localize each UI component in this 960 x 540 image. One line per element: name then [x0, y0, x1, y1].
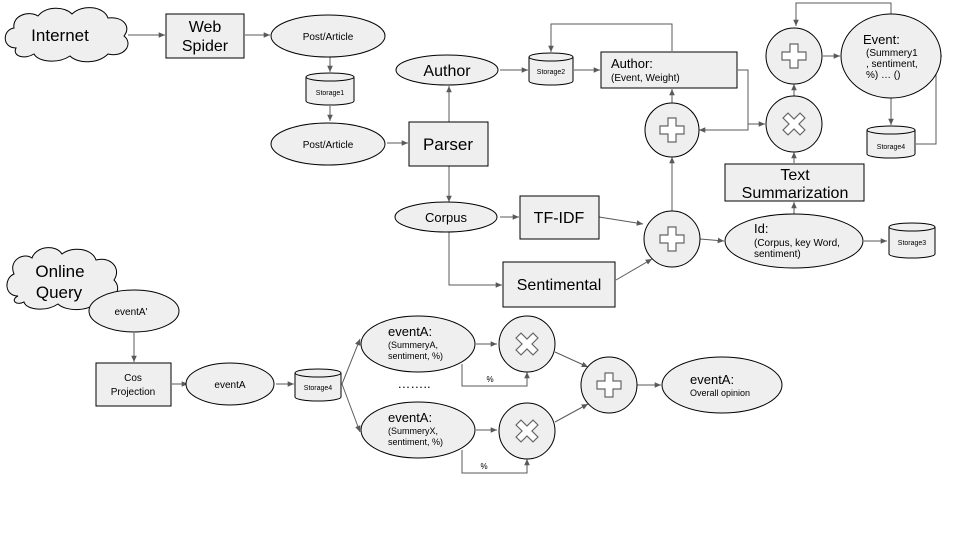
author-box-sub: (Event, Weight) [611, 73, 680, 84]
post-article-top: Post/Article [270, 14, 386, 58]
edge-event-plus3 [793, 2, 892, 26]
internet-label: Internet [31, 26, 89, 45]
web-spider-line1: Web [189, 19, 222, 36]
text-summarization-box: Text Summarization [724, 163, 865, 202]
storage4-bottom-cylinder: Storage4 [294, 368, 342, 402]
author-box-title: Author: [611, 56, 653, 71]
cos-projection-line1: Cos [124, 373, 142, 384]
plus-operator-merge [643, 210, 701, 268]
storage2-cylinder: Storage2 [528, 52, 574, 86]
eventA-bottom-line1: (SummeryX, [388, 426, 438, 436]
online-query-line2: Query [36, 283, 83, 302]
plus-operator-author [644, 102, 700, 158]
eventA-top-line1: (SummeryA, [388, 340, 438, 350]
storage3-cylinder: Storage3 [888, 222, 936, 259]
edges [128, 2, 942, 474]
eventA-overall-title: eventA: [690, 372, 734, 387]
eventA-bottom-node: eventA: (SummeryX, sentiment, %) [360, 401, 476, 459]
storage2-label: Storage2 [537, 69, 566, 76]
tfidf-box: TF-IDF [519, 195, 600, 240]
sentimental-label: Sentimental [517, 277, 602, 294]
author-label: Author [423, 63, 471, 80]
text-summarization-line1: Text [780, 167, 810, 184]
eventA-top-title: eventA: [388, 324, 432, 339]
event-line3: %) … () [866, 70, 900, 81]
edge-corpus-sentimental [448, 232, 502, 288]
edge-percent-bottom [461, 450, 530, 474]
web-spider-box: Web Spider [165, 13, 245, 59]
eventA-overall-node: eventA: Overall opinion [661, 356, 783, 414]
storage4-top-cylinder: Storage4 [866, 125, 916, 159]
cloud-internet: Internet [4, 7, 129, 63]
edge-times-bottom-plus [554, 403, 589, 423]
edge-authorbox-plus1 [699, 69, 749, 133]
eventA-query-node: eventA [185, 362, 275, 406]
post-article-top-label: Post/Article [303, 32, 354, 43]
event-line2: , sentiment, [866, 59, 918, 70]
cos-projection-line2: Projection [111, 387, 155, 398]
id-line1: (Corpus, key Word, [754, 238, 840, 249]
cos-projection-box: Cos Projection [95, 362, 172, 407]
event-title: Event: [863, 32, 900, 47]
id-title: Id: [754, 221, 768, 236]
eventA-top-line2: sentiment, %) [388, 351, 443, 361]
event-node: Event: (Summery1 , sentiment, %) … () [840, 13, 942, 99]
edge-sentimental-plus2 [615, 258, 653, 281]
times-operator-top [498, 315, 556, 373]
edge-tfidf-plus2 [598, 216, 644, 226]
eventA-overall-sub: Overall opinion [690, 388, 750, 398]
percent-bottom-label: % [480, 462, 487, 471]
edge-percent-top [461, 364, 530, 387]
edge-authorbox-storage2 [548, 23, 673, 52]
parser-label: Parser [423, 135, 473, 154]
edge-plus2-id [699, 237, 725, 244]
sentimental-box: Sentimental [502, 261, 616, 308]
cloud-online-query: Online Query [6, 247, 119, 310]
eventA-bottom-line2: sentiment, %) [388, 437, 443, 447]
id-line2: sentiment) [754, 249, 801, 260]
storage4-top-label: Storage4 [877, 144, 906, 151]
plus-operator-event [765, 27, 823, 85]
eventA-bottom-title: eventA: [388, 410, 432, 425]
edge-storage4-eventA-bottom [341, 383, 361, 433]
author-box: Author: (Event, Weight) [600, 51, 738, 89]
times-operator-bottom [498, 402, 556, 460]
parser-box: Parser [408, 121, 489, 167]
id-node: Id: (Corpus, key Word, sentiment) [724, 213, 864, 269]
edge-times-top-plus [554, 351, 589, 368]
storage1-cylinder: Storage1 [305, 72, 355, 106]
storage1-label: Storage1 [316, 90, 345, 97]
web-spider-line2: Spider [182, 38, 229, 55]
storage4-bottom-label: Storage4 [304, 385, 333, 392]
edge-storage4-eventA-top [341, 338, 361, 385]
online-query-line1: Online [35, 262, 84, 281]
eventA-prime-label: eventA' [114, 307, 147, 318]
tfidf-label: TF-IDF [534, 210, 585, 227]
corpus-label: Corpus [425, 210, 467, 225]
plus-operator-overall [580, 356, 638, 414]
event-line1: (Summery1 [866, 48, 918, 59]
author-node: Author [395, 54, 499, 86]
ellipsis-separator: …….. [397, 376, 430, 391]
corpus-node: Corpus [394, 201, 498, 233]
post-article-mid-label: Post/Article [303, 140, 354, 151]
post-article-mid: Post/Article [270, 122, 386, 166]
text-summarization-line2: Summarization [742, 185, 849, 202]
eventA-prime-node: eventA' [88, 289, 180, 333]
storage3-label: Storage3 [898, 240, 927, 247]
percent-top-label: % [486, 375, 493, 384]
eventA-query-label: eventA [214, 380, 245, 391]
eventA-top-node: eventA: (SummeryA, sentiment, %) [360, 315, 476, 373]
times-operator-event [765, 95, 823, 153]
